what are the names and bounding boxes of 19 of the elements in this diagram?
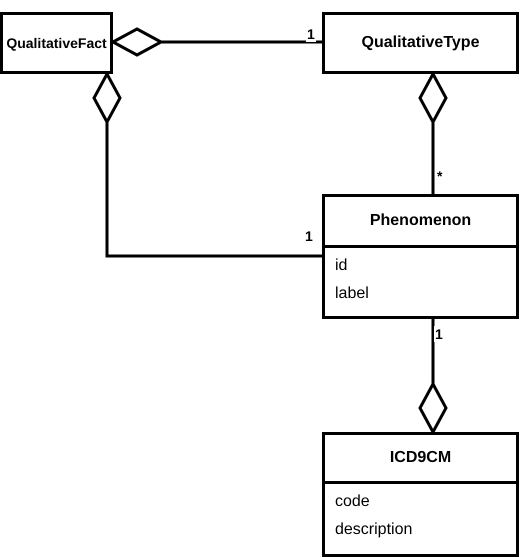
attribute: code	[334, 492, 371, 512]
aggregation-connector	[418, 319, 448, 434]
class-name: Phenomenon	[325, 197, 516, 248]
multiplicity-label: 1	[304, 228, 314, 244]
aggregation-connector	[418, 72, 448, 194]
class-box	[322, 432, 519, 557]
class-name: QualitativeType	[360, 33, 480, 53]
attribute: description	[334, 520, 414, 540]
attribute: label	[334, 284, 370, 304]
multiplicity-label: 1	[306, 26, 316, 42]
multiplicity-label: 1	[434, 326, 444, 342]
class-box	[0, 12, 113, 74]
class-box	[322, 12, 519, 74]
class-name: ICD9CM	[325, 435, 516, 484]
aggregation-connector	[112, 28, 322, 56]
attribute: id	[334, 256, 348, 276]
aggregation-connector	[92, 72, 322, 258]
class-name: QualitativeFact	[5, 34, 108, 53]
class-box	[322, 194, 519, 319]
